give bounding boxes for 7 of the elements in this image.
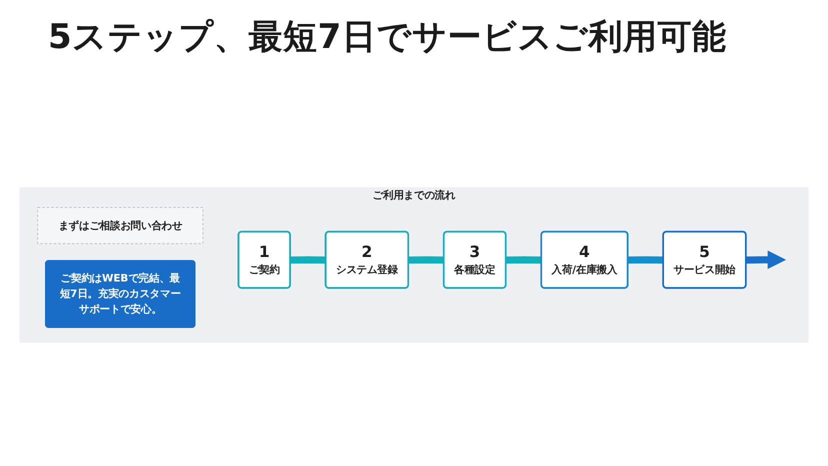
connector xyxy=(628,256,664,264)
connector xyxy=(290,256,326,264)
connector xyxy=(506,256,542,264)
connector xyxy=(408,256,444,264)
node-box: まずはご相談お問い合わせ xyxy=(37,206,204,244)
arrow xyxy=(746,250,786,269)
title: 5ステップ、最短7日でサービスご利用可能 xyxy=(48,16,726,59)
